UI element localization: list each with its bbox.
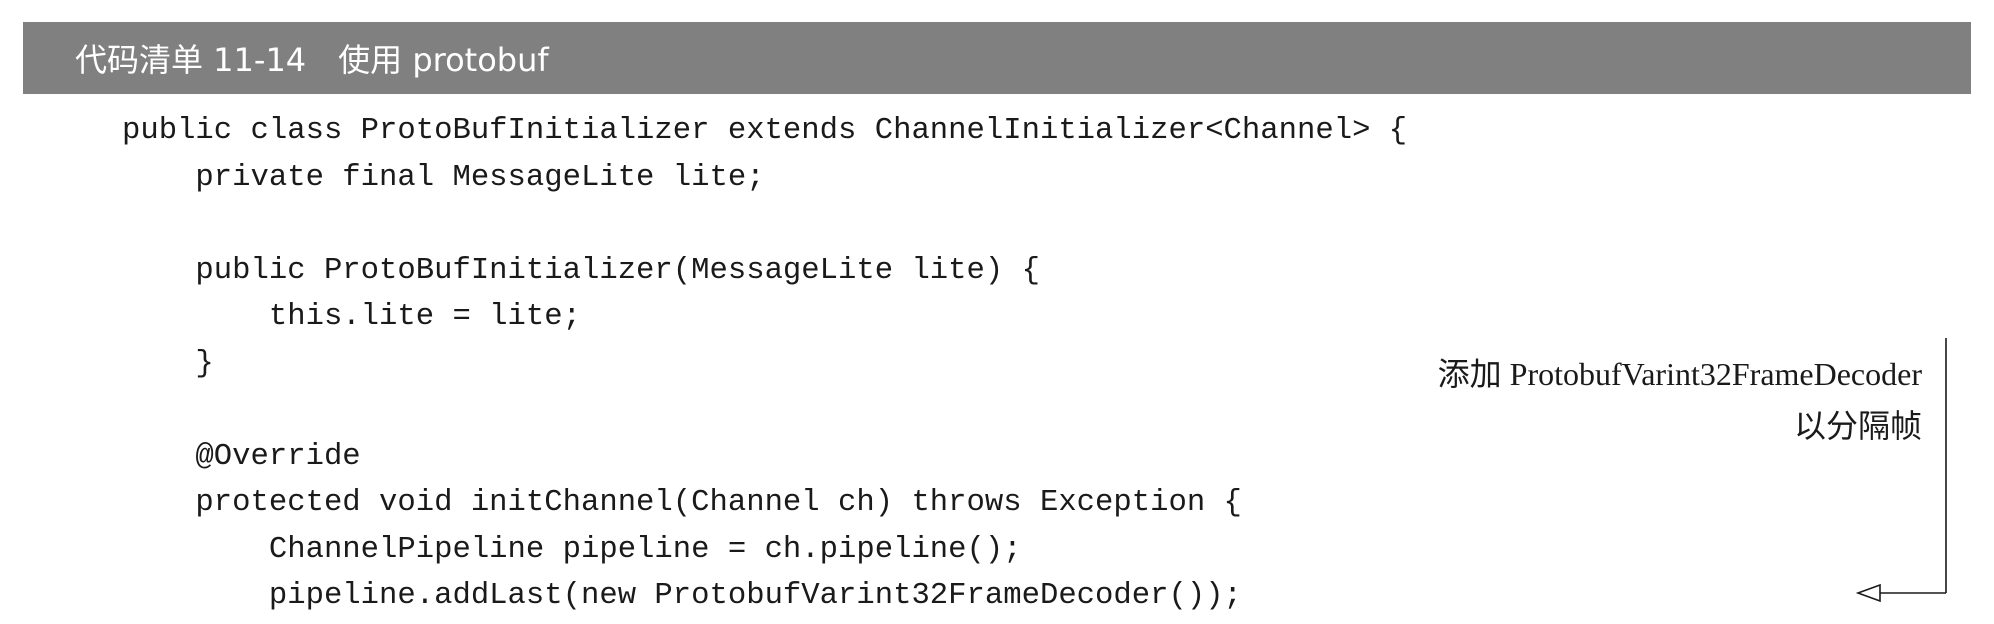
- code-line: ChannelPipeline pipeline = ch.pipeline()…: [122, 532, 1022, 567]
- code-line: }: [122, 346, 214, 381]
- code-line: private final MessageLite lite;: [122, 160, 765, 195]
- code-block: public class ProtoBufInitializer extends…: [122, 108, 1407, 620]
- code-line: protected void initChannel(Channel ch) t…: [122, 486, 1242, 520]
- code-line: @Override: [122, 439, 361, 474]
- callout-arrow-icon: [1855, 338, 1947, 603]
- code-line: public class ProtoBufInitializer extends…: [122, 114, 1408, 148]
- listing-title: 代码清单 11-14 使用 protobuf: [75, 41, 549, 79]
- annotation-line-1: 添加 ProtobufVarint32FrameDecoder: [1437, 356, 1922, 392]
- listing-header: 代码清单 11-14 使用 protobuf: [23, 22, 1971, 94]
- code-line: this.lite = lite;: [122, 300, 581, 334]
- code-annotation: 添加 ProtobufVarint32FrameDecoder 以分隔帧: [1438, 348, 1922, 452]
- code-line: public ProtoBufInitializer(MessageLite l…: [122, 253, 1040, 288]
- code-line: [122, 387, 1407, 434]
- code-line: pipeline.addLast(new ProtobufVarint32Fra…: [122, 579, 1242, 613]
- code-line: [122, 201, 1407, 248]
- annotation-line-2: 以分隔帧: [1793, 408, 1922, 444]
